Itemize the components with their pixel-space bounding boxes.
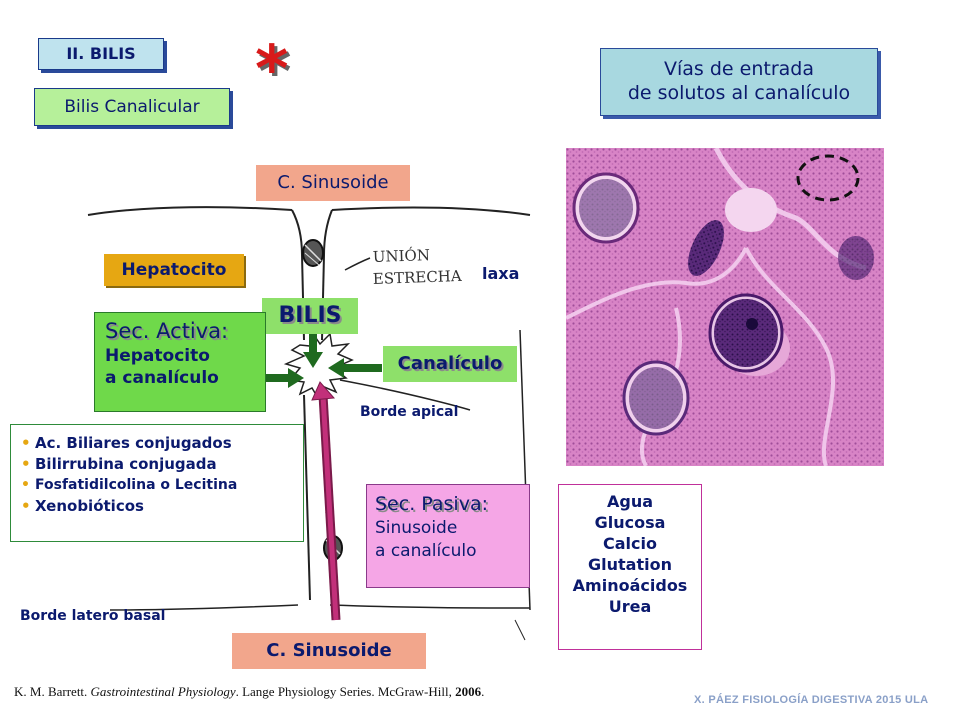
passive-solutes-list: Agua Glucosa Calcio Glutation Aminoácido… bbox=[558, 484, 702, 650]
passive-solute-item: Urea bbox=[608, 597, 652, 616]
asterisk-mark: * bbox=[255, 33, 289, 107]
active-solute-item: Ac. Biliares conjugados bbox=[21, 433, 295, 454]
title-line-1: Vías de entrada bbox=[664, 58, 814, 80]
passive-secretion-box: Sec. Pasiva: Sinusoide a canalículo bbox=[366, 484, 530, 588]
sinusoid-top-label: C. Sinusoide bbox=[256, 165, 410, 201]
histology-micrograph bbox=[566, 148, 884, 466]
citation-year: 2006 bbox=[455, 684, 482, 699]
active-secretion-line-2: a canalículo bbox=[105, 368, 219, 388]
apical-border-label: Borde apical bbox=[360, 404, 459, 420]
title-line-2: de solutos al canalículo bbox=[627, 82, 851, 104]
citation-end: . bbox=[481, 684, 485, 699]
bile-label: BILIS bbox=[262, 298, 358, 334]
citation-authors: K. M. Barrett. bbox=[14, 684, 88, 699]
passive-solute-item: Agua bbox=[606, 492, 654, 511]
reference-citation: K. M. Barrett. Gastrointestinal Physiolo… bbox=[14, 684, 484, 700]
tight-junction-label: UNIÓN bbox=[373, 246, 431, 266]
passive-solute-item: Calcio bbox=[603, 534, 657, 553]
citation-series: . Lange Physiology Series. McGraw-Hill, bbox=[235, 684, 452, 699]
tight-junction-modifier: laxa bbox=[482, 264, 520, 283]
hepatocyte-label: Hepatocito bbox=[104, 254, 244, 286]
active-secretion-line-1: Hepatocito bbox=[105, 346, 210, 366]
subsection-label: Bilis Canalicular bbox=[34, 88, 230, 126]
basolateral-border-label: Borde latero basal bbox=[20, 608, 166, 624]
active-solute-item: Bilirrubina conjugada bbox=[21, 454, 295, 475]
author-credit: X. PÁEZ FISIOLOGÍA DIGESTIVA 2015 ULA bbox=[694, 694, 929, 706]
section-label: II. BILIS bbox=[38, 38, 164, 70]
canaliculus-label: Canalículo bbox=[383, 346, 517, 382]
passive-solute-item: Aminoácidos bbox=[572, 576, 688, 595]
tight-junction-label-2: ESTRECHA bbox=[373, 267, 463, 288]
active-solute-item: Fosfatidilcolina o Lecitina bbox=[21, 475, 295, 496]
active-secretion-box: Sec. Activa: Hepatocito a canalículo bbox=[94, 312, 266, 412]
slide-title: Vías de entrada de solutos al canalículo bbox=[600, 48, 878, 116]
passive-solute-item: Glucosa bbox=[594, 513, 666, 532]
passive-secretion-line-2: a canalículo bbox=[375, 541, 477, 561]
passive-secretion-line-1: Sinusoide bbox=[375, 518, 458, 538]
sinusoid-bottom-label: C. Sinusoide bbox=[232, 633, 426, 669]
citation-book-title: Gastrointestinal Physiology bbox=[90, 684, 236, 699]
passive-secretion-title: Sec. Pasiva: bbox=[375, 493, 488, 515]
passive-solute-item: Glutation bbox=[588, 555, 672, 574]
active-secretion-title: Sec. Activa: bbox=[105, 319, 229, 343]
active-solute-item: Xenobióticos bbox=[21, 496, 295, 517]
active-solutes-list: Ac. Biliares conjugados Bilirrubina conj… bbox=[10, 424, 304, 542]
